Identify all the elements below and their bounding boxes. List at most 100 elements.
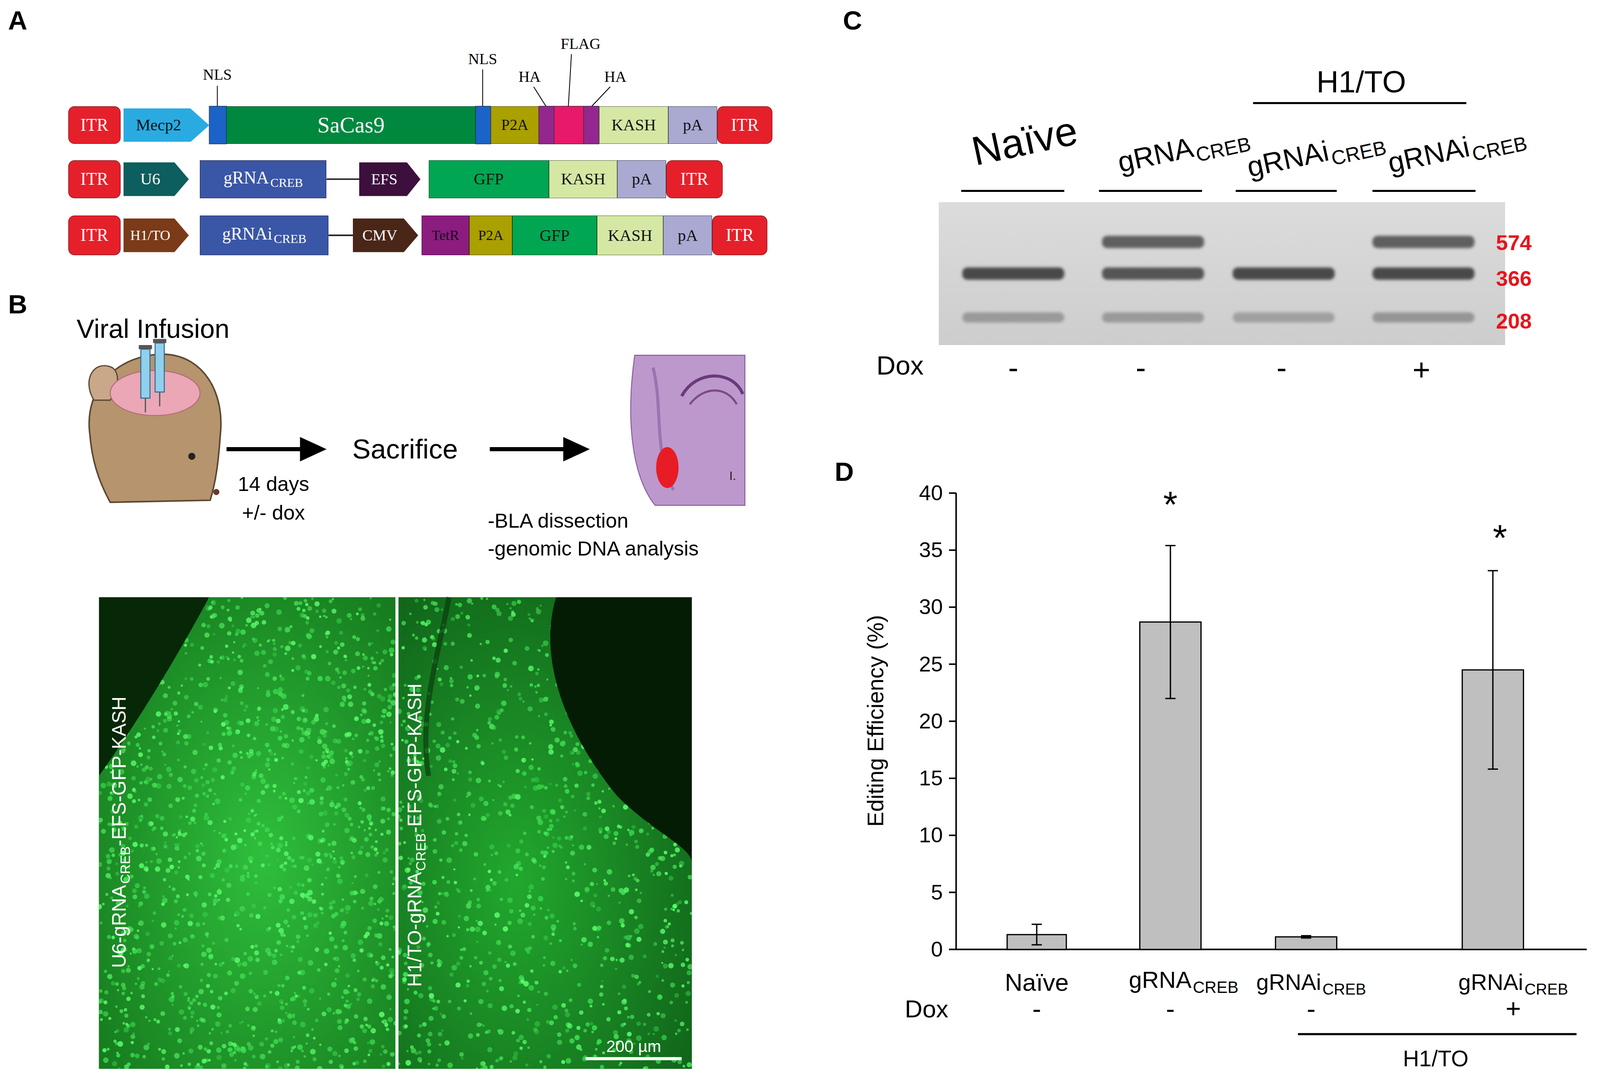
- fluorescence-images-part-part: [227, 1046, 233, 1052]
- fluorescence-images-part-part: [381, 708, 388, 714]
- fluorescence-images-part-part: [221, 1043, 227, 1049]
- fluorescence-images-part-part: [636, 691, 641, 696]
- fluorescence-images-part-part: [257, 707, 261, 711]
- fluorescence-images-part-part: [156, 773, 163, 780]
- fluorescence-images-part-part: [385, 1027, 390, 1031]
- fluorescence-images-part-part: [221, 722, 226, 727]
- fluorescence-images-part-part: [304, 892, 310, 898]
- fluorescence-images-part-part: [336, 670, 341, 675]
- fluorescence-images-part-part: [501, 1005, 508, 1011]
- fluorescence-images-part-part: [314, 946, 320, 952]
- fluorescence-images-part-part: [535, 1003, 538, 1006]
- fluorescence-images-part-part: [220, 774, 225, 780]
- fluorescence-images-part-part: [529, 741, 532, 745]
- fluorescence-images-part-part: [197, 1001, 201, 1005]
- fluorescence-images-part-part: [605, 605, 609, 609]
- fluorescence-images-part-part: [379, 921, 384, 926]
- fluorescence-images-part-part: [372, 769, 375, 772]
- fluorescence-images-part-part: [216, 1054, 222, 1060]
- fluorescence-images-part-part: [201, 1017, 206, 1023]
- fluorescence-images-part-part: [131, 775, 136, 781]
- fluorescence-images-part-part: [667, 613, 673, 619]
- fluorescence-images-part-part: [285, 944, 289, 947]
- fluorescence-images-part-part: [161, 1048, 167, 1054]
- fluorescence-images-part-part: [207, 819, 213, 825]
- fluorescence-images-part-part: [343, 1003, 347, 1007]
- fluorescence-images-part-part: [298, 600, 303, 606]
- fluorescence-images-part-part: [386, 994, 393, 1000]
- fluorescence-images-part-part: [238, 688, 243, 694]
- fluorescence-images-part-part: [283, 1062, 290, 1068]
- fluorescence-images-part-part: [297, 1043, 303, 1050]
- fluorescence-images-part-part: [176, 740, 181, 745]
- fluorescence-images-part-part: [590, 602, 595, 606]
- fluorescence-images-part-part: [350, 952, 356, 958]
- fluorescence-images-part-part: [656, 665, 659, 669]
- fluorescence-images-part-part: [377, 870, 381, 874]
- fluorescence-images-part-part: [674, 836, 678, 839]
- fluorescence-images-part-part: [480, 1066, 483, 1069]
- fluorescence-images-part-part: [384, 1022, 389, 1027]
- fluorescence-images-part-part: [293, 864, 297, 868]
- fluorescence-images-part-part: [349, 890, 355, 896]
- fluorescence-images-part-part: [498, 737, 502, 742]
- fluorescence-images-part-part: [546, 846, 550, 849]
- fluorescence-images-part-part: [503, 801, 508, 807]
- fluorescence-images-part-part: [296, 725, 301, 730]
- fluorescence-images-part-part: [382, 851, 386, 855]
- fluorescence-images-part-part: [198, 682, 204, 687]
- fluorescence-images-part-part: [263, 664, 267, 668]
- fluorescence-images-part-part: [505, 602, 509, 606]
- fluorescence-images-part-part: [134, 982, 138, 985]
- fluorescence-images-part-part: [234, 957, 240, 963]
- fluorescence-images-part-part: [446, 934, 450, 938]
- fluorescence-images-part-part: [154, 674, 158, 677]
- fluorescence-images-part-part: [163, 657, 167, 661]
- fluorescence-images-part-part: [255, 750, 261, 756]
- fluorescence-images-part-part: [551, 849, 555, 853]
- fluorescence-images-part-part: [307, 735, 311, 739]
- fluorescence-images-part-part: [282, 791, 286, 796]
- fluorescence-images-part-part: [294, 1064, 300, 1070]
- fluorescence-images-part-part: [312, 1036, 316, 1039]
- fluorescence-images-part-part: [208, 1058, 211, 1061]
- fluorescence-images-part-part: [558, 969, 563, 974]
- fluorescence-images-part-part: [681, 984, 685, 988]
- fluorescence-images-part-part: [314, 713, 319, 718]
- fluorescence-images-part-part: [314, 601, 320, 607]
- fluorescence-images-part-part: [661, 961, 664, 964]
- fluorescence-images-part-part: [146, 661, 153, 668]
- fluorescence-images-part-part: [159, 815, 165, 821]
- fluorescence-images-part-part: [251, 771, 257, 777]
- fluorescence-images-part-part: [330, 913, 336, 918]
- fluorescence-images-part-part: [489, 1064, 494, 1069]
- fluorescence-images-part-part: [271, 638, 276, 643]
- fluorescence-images-part-part: [244, 785, 251, 791]
- fluorescence-images-part-part: [305, 602, 309, 607]
- fluorescence-images-part-part: [167, 619, 171, 622]
- fluorescence-images-part-part: [132, 894, 138, 899]
- fluorescence-images-part-part: [343, 930, 348, 934]
- fluorescence-images-part-part: [193, 803, 198, 807]
- fluorescence-images-part-part: [292, 1019, 297, 1025]
- fluorescence-images-part-part: [268, 832, 274, 838]
- fluorescence-images-part-part: [148, 660, 154, 666]
- fluorescence-images-part-part: [290, 709, 296, 715]
- fluorescence-images-part-part: [380, 983, 387, 990]
- fluorescence-images-part-part: [301, 729, 307, 735]
- fluorescence-images-part-part: [357, 607, 362, 611]
- fluorescence-images-part-part: [139, 780, 143, 785]
- fluorescence-images-part-part: [274, 948, 278, 952]
- fluorescence-images-part-part: [172, 887, 176, 891]
- fluorescence-images-part-part: [604, 718, 609, 724]
- fluorescence-images-part-part: [166, 783, 172, 789]
- fluorescence-images-part-part: [140, 763, 143, 766]
- fluorescence-images-part-part: [271, 953, 277, 958]
- fluorescence-images-part-part: [139, 843, 144, 848]
- fluorescence-images-part-part: [231, 956, 236, 961]
- fluorescence-images-part-part: [372, 723, 377, 727]
- fluorescence-images-part-part: [365, 930, 370, 936]
- fluorescence-images-part-part: [551, 932, 555, 936]
- fluorescence-images-part-part: [180, 1063, 183, 1067]
- fluorescence-images-part: [395, 595, 694, 1071]
